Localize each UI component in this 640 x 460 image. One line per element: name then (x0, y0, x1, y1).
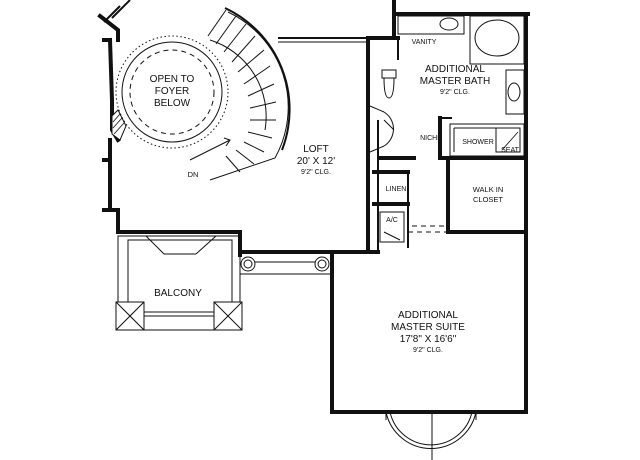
master-suite-ceiling: 9'2" CLG. (413, 347, 443, 354)
open-to-foyer-label: OPEN TO (150, 74, 195, 85)
opening-inner-ring (129, 49, 215, 135)
loft-ceiling: 9'2" CLG. (301, 169, 331, 176)
open-to-foyer-label: FOYER (155, 86, 189, 97)
linen-label: LINEN (386, 186, 407, 193)
room-labels: OPEN TO FOYER BELOW DN LOFT 20' X 12' 9'… (150, 39, 520, 354)
master-bath-ceiling: 9'2" CLG. (440, 89, 470, 96)
master-suite-label: ADDITIONAL (398, 310, 458, 321)
column-right (314, 256, 330, 272)
toilet-icon (383, 77, 395, 99)
shower (449, 123, 525, 157)
master-suite (330, 220, 528, 460)
loft-column-bay (239, 251, 333, 275)
seat-label: SEAT (501, 147, 519, 154)
master-bath-label: MASTER BATH (420, 76, 490, 87)
vanity-label: VANITY (412, 39, 437, 46)
loft-dims: 20' X 12' (297, 156, 335, 167)
stair-dn-label: DN (188, 170, 199, 179)
toilet-tank (381, 69, 397, 79)
master-bath (369, 12, 528, 414)
opening-railing (121, 41, 223, 143)
master-bath-label: ADDITIONAL (425, 64, 485, 75)
balcony-label: BALCONY (154, 288, 202, 299)
shower-label: SHOWER (462, 139, 494, 146)
vanity-sink (439, 17, 459, 31)
opening-outer-ring (115, 35, 229, 149)
balcony (115, 235, 243, 331)
column-left (240, 256, 256, 272)
walk-in-closet-label: WALK IN (473, 185, 504, 194)
master-suite-dims: 17'8" X 16'6" (400, 334, 457, 345)
niche-label: NICHE (420, 135, 442, 142)
linen-ac-closet (372, 156, 528, 248)
walk-in-closet-label: CLOSET (473, 195, 503, 204)
ac-label: A/C (386, 217, 398, 224)
stair-arrow-icon (223, 137, 231, 147)
master-suite-label: MASTER SUITE (391, 322, 465, 333)
loft-name: LOFT (303, 144, 329, 155)
open-to-foyer-label: BELOW (154, 98, 191, 109)
curved-staircase (111, 7, 291, 181)
